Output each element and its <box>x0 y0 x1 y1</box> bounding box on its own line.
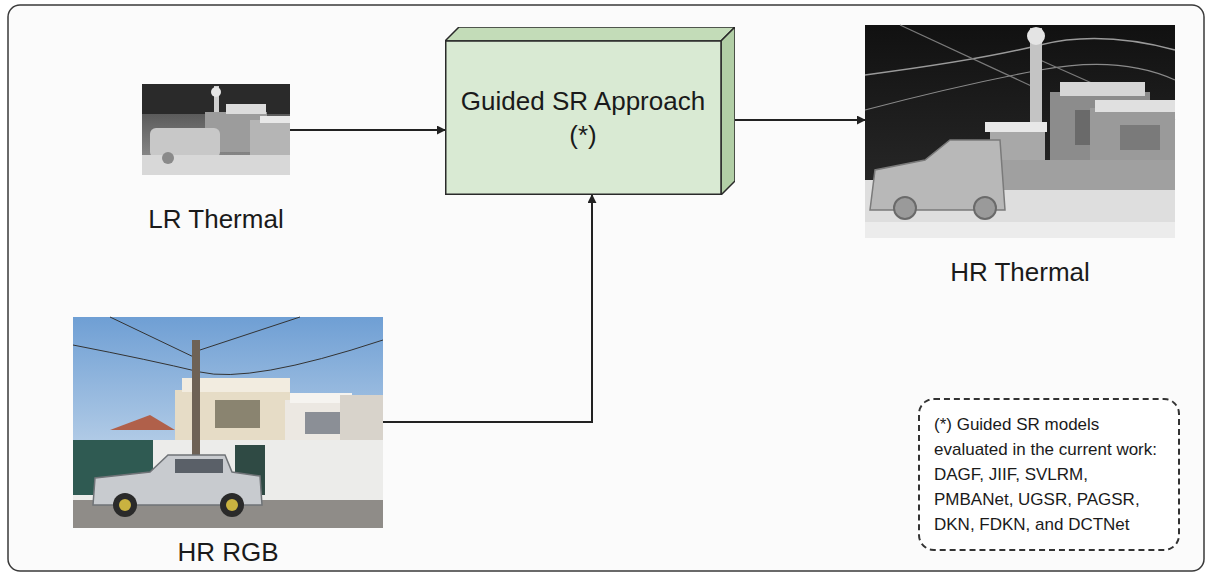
image-node: HR Thermal <box>865 25 1175 287</box>
frame-border <box>8 5 1204 571</box>
image-node: LR Thermal <box>142 84 290 234</box>
box-side-face <box>721 27 735 195</box>
arrow-connector <box>383 195 592 422</box>
box-label: Guided SR Approach (*) <box>459 84 707 152</box>
hr-thermal-image <box>865 25 1175 238</box>
lr-thermal-image <box>142 84 290 175</box>
image-caption: HR RGB <box>177 537 278 567</box>
image-caption: HR Thermal <box>950 257 1090 287</box>
note-box: (*) Guided SR models evaluated in the cu… <box>918 398 1180 551</box>
box-front-face <box>446 41 721 194</box>
box-top-face <box>445 27 735 41</box>
hr-rgb-image <box>73 317 383 528</box>
image-node: HR RGB <box>73 317 383 567</box>
image-caption: LR Thermal <box>148 204 283 234</box>
note-text: (*) Guided SR models evaluated in the cu… <box>934 412 1164 537</box>
process-box: Guided SR Approach (*) <box>445 27 735 195</box>
arrow-connector <box>290 129 445 131</box>
arrow-connector <box>735 119 865 121</box>
